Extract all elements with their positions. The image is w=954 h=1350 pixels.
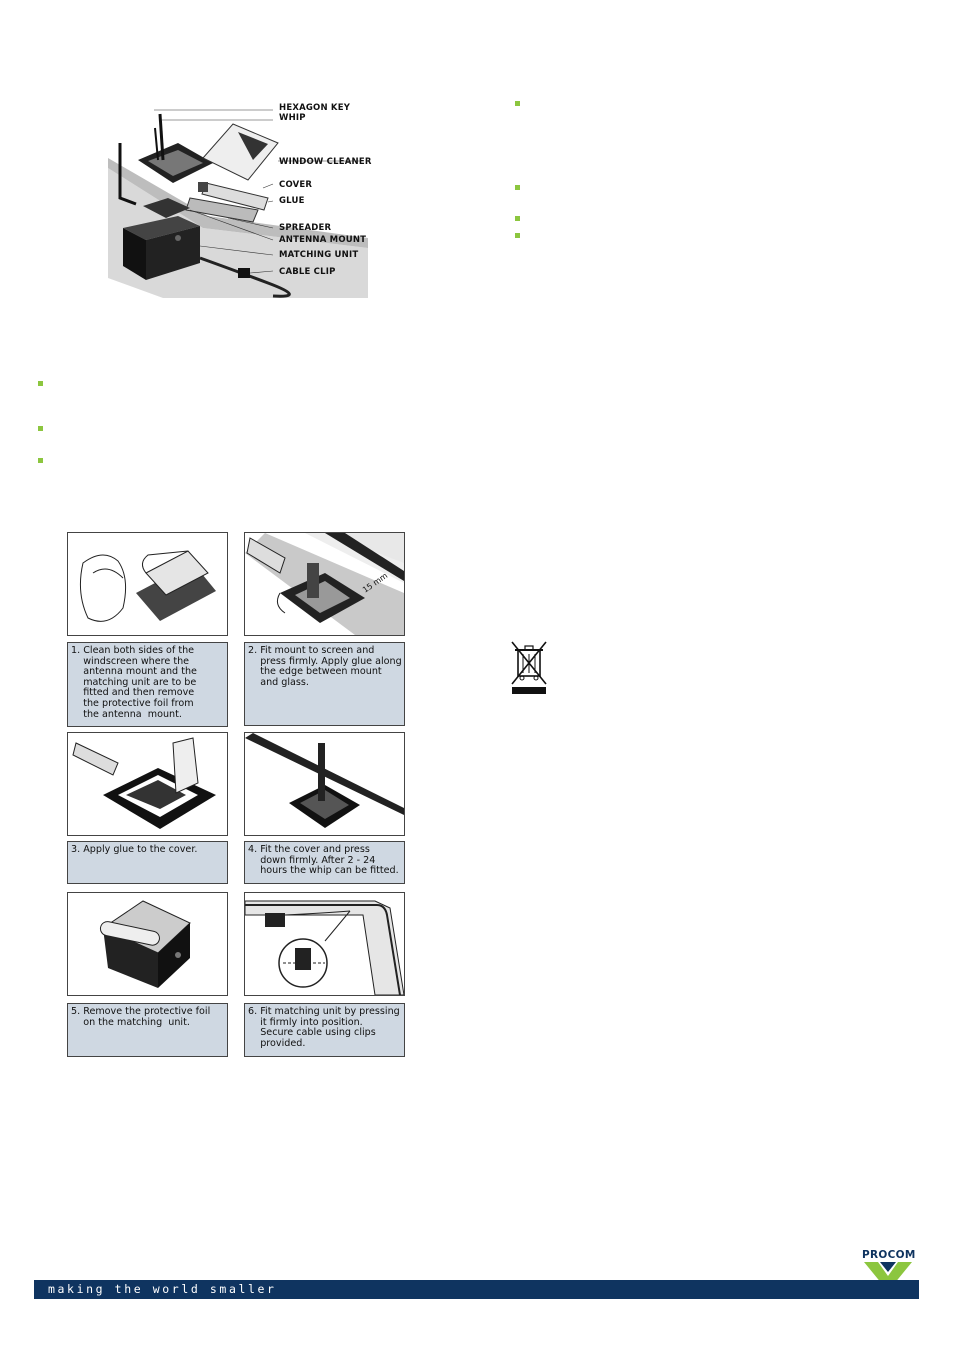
part-label-hexagon-key: HEXAGON KEY [279, 103, 351, 113]
step-6-illustration [244, 892, 405, 996]
part-label-window-cleaner: WINDOW CLEANER [279, 157, 372, 167]
remove-foil-illustration [99, 900, 191, 988]
bullet-icon [515, 101, 520, 106]
bullet-icon [515, 233, 520, 238]
bullet-icon [515, 185, 520, 190]
step-4-caption: 4. Fit the cover and press down firmly. … [244, 841, 405, 884]
step-3-illustration [67, 732, 228, 836]
step-1-illustration [67, 532, 228, 636]
part-label-matching-unit: MATCHING UNIT [279, 250, 359, 260]
part-label-antenna-mount: ANTENNA MOUNT [279, 235, 367, 245]
part-label-cable-clip: CABLE CLIP [279, 267, 336, 277]
step-5-illustration [67, 892, 228, 996]
step-1-caption: 1. Clean both sides of the windscreen wh… [67, 642, 228, 727]
bullet-icon [515, 216, 520, 221]
step-2-illustration: 15 mm [244, 532, 405, 636]
part-label-cover: COVER [279, 180, 313, 190]
footer-tagline: making the world smaller [48, 1282, 277, 1296]
step-5-caption: 5. Remove the protective foil on the mat… [67, 1003, 228, 1057]
apply-glue-cover-illustration [72, 737, 216, 829]
bullet-icon [38, 458, 43, 463]
step-4-illustration [244, 732, 405, 836]
bullet-icon [38, 426, 43, 431]
fit-matching-unit-illustration [245, 900, 404, 995]
footer-bar [34, 1280, 919, 1299]
parts-illustration [108, 109, 368, 298]
step-3-caption: 3. Apply glue to the cover. [67, 841, 228, 884]
bullet-icon [38, 381, 43, 386]
part-label-glue: GLUE [279, 196, 305, 206]
part-label-whip: WHIP [279, 113, 306, 123]
parts-diagram [108, 98, 368, 298]
fit-cover-illustration [245, 733, 404, 828]
weee-bin-icon [510, 640, 548, 696]
step-2-caption: 2. Fit mount to screen and press firmly.… [244, 642, 405, 726]
mount-on-glass-illustration: 15 mm [245, 533, 404, 635]
step-6-caption: 6. Fit matching unit by pressing it firm… [244, 1003, 405, 1057]
procom-logo-icon [862, 1260, 914, 1296]
procom-logo-text: PROCOM [862, 1249, 916, 1261]
part-label-spreader: SPREADER [279, 223, 332, 233]
cloth-and-foil-illustration [79, 550, 216, 622]
